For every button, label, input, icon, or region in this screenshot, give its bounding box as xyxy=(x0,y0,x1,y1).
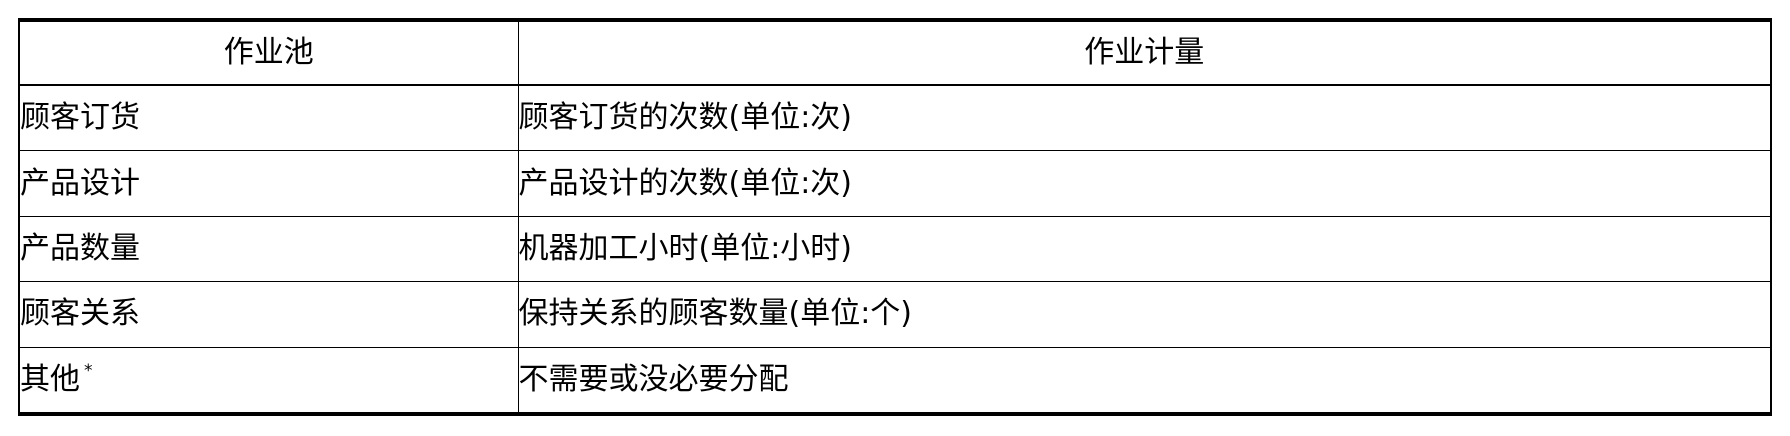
table-row: 产品数量 机器加工小时(单位:小时) xyxy=(18,215,1772,283)
activity-measure-cell: 不需要或没必要分配 xyxy=(517,346,1772,415)
activity-pool-cell: 其他* xyxy=(18,346,519,415)
activity-measure-cell: 产品设计的次数(单位:次) xyxy=(517,150,1772,217)
activity-pool-name: 其他 xyxy=(20,361,80,397)
header-activity-pool: 作业池 xyxy=(18,19,519,86)
activity-pool-cell: 产品数量 xyxy=(18,215,519,283)
activity-pool-cell: 顾客订货 xyxy=(18,84,519,152)
footnote-marker: * xyxy=(84,360,93,381)
document-page: 作业池 作业计量 顾客订货 顾客订货的次数(单位:次) 产品设计 产品设计的次数… xyxy=(18,18,1772,416)
activity-pool-table: 作业池 作业计量 顾客订货 顾客订货的次数(单位:次) 产品设计 产品设计的次数… xyxy=(18,18,1772,416)
header-row: 作业池 作业计量 xyxy=(18,19,1772,86)
activity-pool-cell: 顾客关系 xyxy=(18,281,519,348)
activity-pool-name: 产品数量 xyxy=(20,230,140,266)
activity-measure-cell: 机器加工小时(单位:小时) xyxy=(517,215,1772,283)
table-row: 顾客关系 保持关系的顾客数量(单位:个) xyxy=(18,281,1772,348)
activity-pool-cell: 产品设计 xyxy=(18,150,519,217)
table-row: 顾客订货 顾客订货的次数(单位:次) xyxy=(18,84,1772,152)
activity-measure-cell: 顾客订货的次数(单位:次) xyxy=(517,84,1772,152)
activity-pool-name: 顾客关系 xyxy=(20,296,140,332)
table-row: 其他* 不需要或没必要分配 xyxy=(18,346,1772,415)
table-row: 产品设计 产品设计的次数(单位:次) xyxy=(18,150,1772,217)
activity-measure-cell: 保持关系的顾客数量(单位:个) xyxy=(517,281,1772,348)
activity-pool-name: 产品设计 xyxy=(20,165,140,201)
table-body: 顾客订货 顾客订货的次数(单位:次) 产品设计 产品设计的次数(单位:次) 产品… xyxy=(18,84,1772,415)
table-header: 作业池 作业计量 xyxy=(18,19,1772,86)
header-activity-measure: 作业计量 xyxy=(517,19,1772,86)
activity-pool-name: 顾客订货 xyxy=(20,100,140,136)
